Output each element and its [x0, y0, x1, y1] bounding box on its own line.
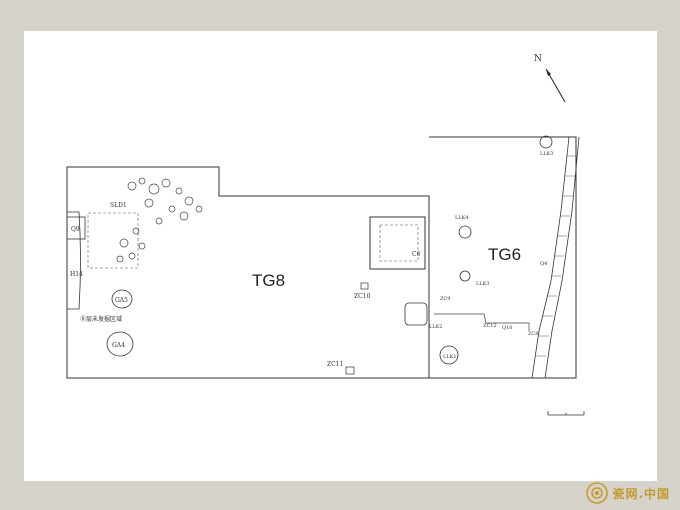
llk4-ring	[458, 225, 472, 239]
tg6-label: TG6	[488, 245, 521, 264]
h14-label: H14	[70, 271, 83, 278]
porcelain-logo-icon	[586, 482, 609, 504]
zc10-block	[360, 282, 369, 290]
q4-wall-stones	[536, 155, 577, 357]
ga5-label: GA5	[115, 297, 128, 304]
llk3-label: LLK3	[476, 281, 490, 287]
north-label: N	[534, 54, 542, 64]
tg6-outline	[429, 136, 577, 379]
q10-label: Q10	[502, 325, 512, 331]
llk4-label: LLK4	[455, 215, 469, 221]
llk2-structure	[404, 302, 428, 326]
q4-label: Q4	[540, 261, 547, 267]
ga4-pit	[106, 331, 134, 357]
zc8-label: ZC8	[528, 331, 538, 337]
zc-stone-line	[434, 313, 530, 331]
watermark: 瓷网.中国	[586, 482, 670, 504]
llk1-label: LLK1	[443, 354, 457, 360]
watermark-text: 瓷网.中国	[612, 486, 670, 501]
q9-label: Q9	[71, 226, 80, 233]
c6-label: C6	[412, 251, 421, 258]
rubble-cluster	[116, 177, 203, 263]
zc11-block	[345, 366, 355, 375]
c6-inner	[379, 224, 419, 262]
llk2-label: LLK2	[429, 324, 443, 330]
ga5-pit	[111, 289, 133, 309]
sld1-stones	[87, 212, 139, 269]
llk3-ring	[459, 270, 471, 282]
llk3-top-label: LLK3	[540, 151, 554, 157]
unexcavated-label: ⑧层未发掘区域	[80, 315, 122, 323]
scale-bar	[547, 411, 585, 416]
q9-wall	[66, 216, 86, 240]
sld1-label: SLD1	[110, 202, 127, 209]
zc12-label: ZC12	[483, 323, 497, 329]
llk1-ring	[439, 345, 459, 365]
north-arrow-icon	[545, 68, 566, 103]
ga4-label: GA4	[112, 342, 125, 349]
llk3-top-ring	[539, 135, 553, 149]
zc10-label: ZC10	[354, 293, 371, 300]
h14-outline	[67, 211, 81, 310]
tg8-outline	[66, 166, 430, 379]
zc9-label: ZC9	[440, 296, 450, 302]
site-plan: N TG8 TG6 SLD1 Q9 H14 GA5 ⑧层未发掘区域 GA4 C6…	[66, 54, 585, 416]
zc11-label: ZC11	[327, 361, 343, 368]
c6-structure	[369, 216, 426, 270]
q4-wall	[531, 136, 580, 379]
tg8-label: TG8	[252, 271, 285, 290]
drawing-sheet: N TG8 TG6 SLD1 Q9 H14 GA5 ⑧层未发掘区域 GA4 C6…	[24, 31, 657, 481]
